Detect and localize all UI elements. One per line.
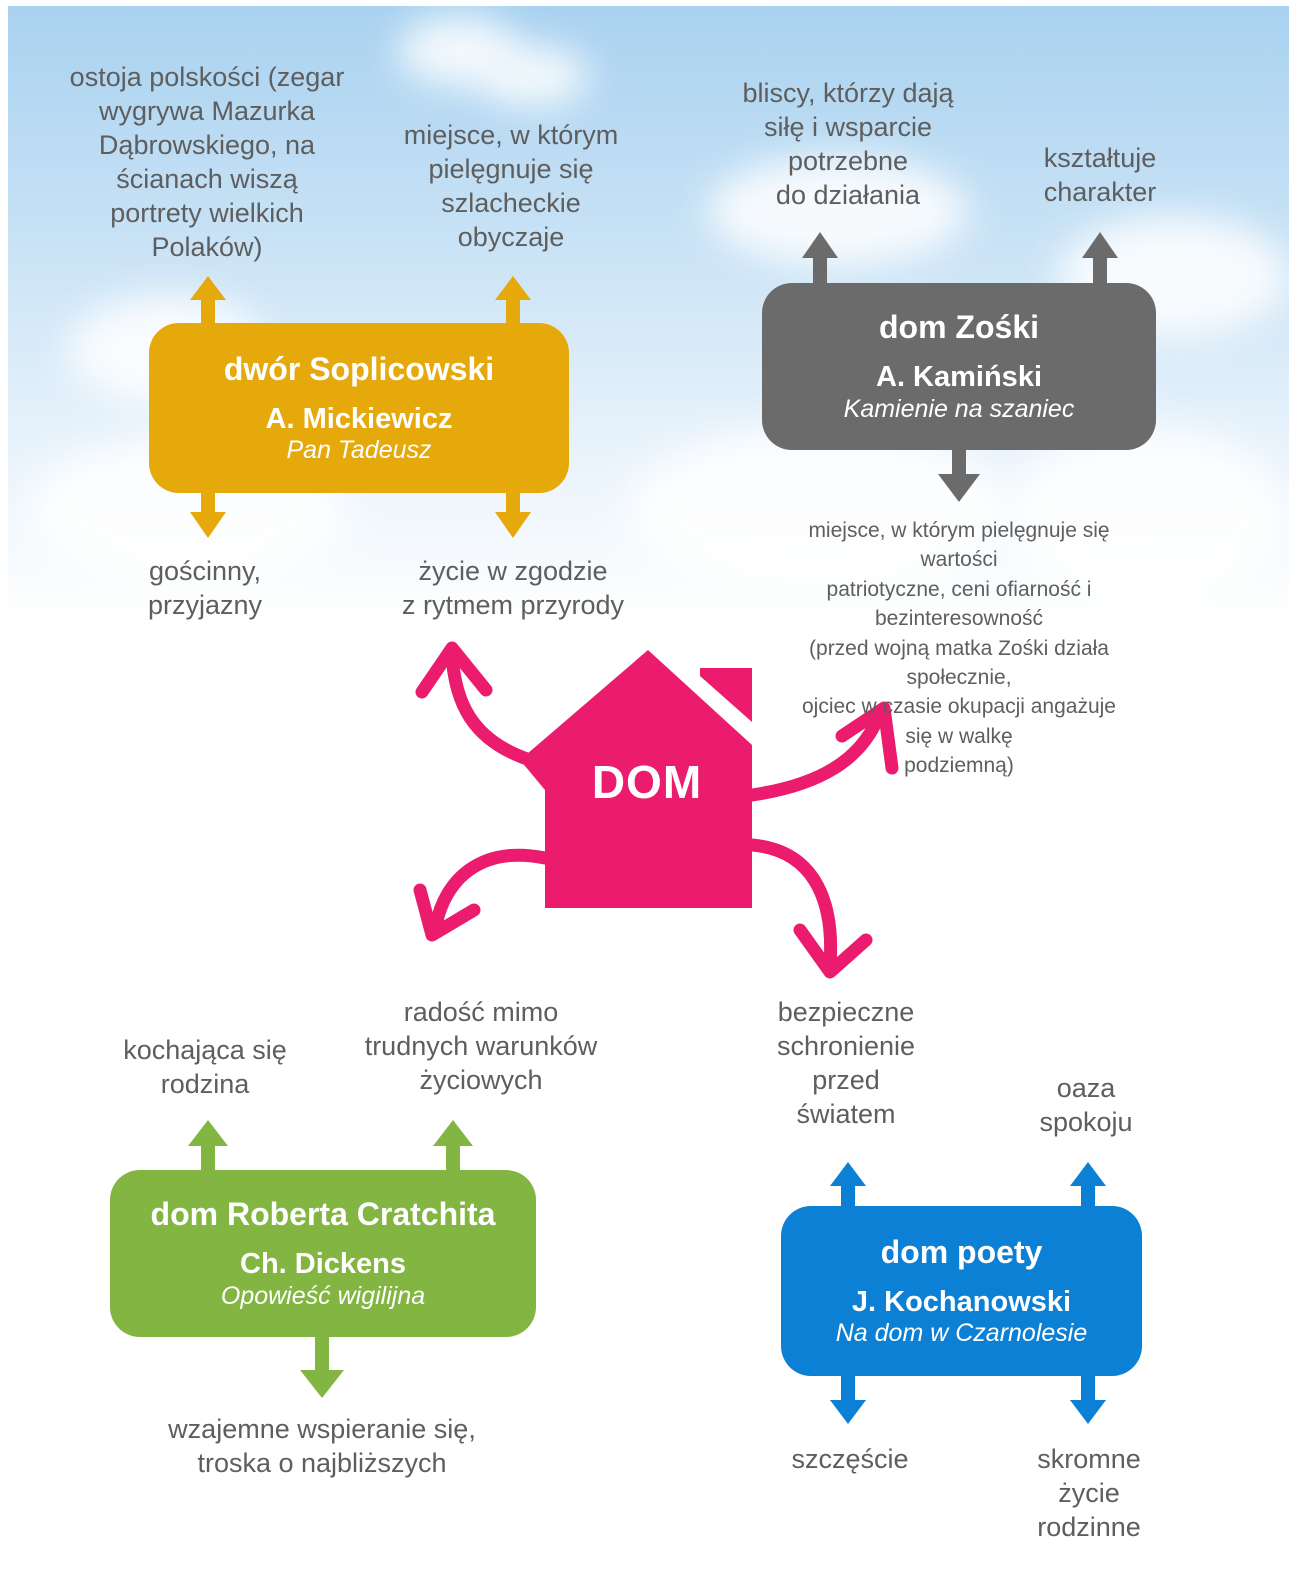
note-soplica-down-right: życie w zgodzie z rytmem przyrody (401, 556, 625, 621)
box-author: J. Kochanowski (851, 1285, 1072, 1318)
box-author: A. Kamiński (876, 361, 1042, 394)
cloud (478, 46, 588, 106)
note-zoska-up-right: kształtuje charakter (1043, 143, 1157, 208)
box-author: Ch. Dickens (240, 1248, 406, 1281)
box-author: A. Mickiewicz (265, 402, 453, 435)
note-cratchit-up-left: kochająca się rodzina (123, 1035, 287, 1100)
note-poet-down-left: szczęście (791, 1444, 909, 1474)
soplica-arrows (190, 276, 531, 538)
cloud (708, 156, 968, 266)
note-poet-down-right: skromne życie rodzinne (1037, 1444, 1141, 1543)
box-poet: dom poety J. Kochanowski Na dom w Czarno… (781, 1206, 1142, 1376)
cloud (628, 426, 1008, 596)
cratchit-arrows (188, 1120, 473, 1398)
note-poet-up-right: oaza spokoju (1039, 1073, 1133, 1138)
note-cratchit-down: wzajemne wspieranie się, troska o najbli… (168, 1414, 476, 1479)
box-cratchit: dom Roberta Cratchita Ch. Dickens Opowie… (110, 1170, 536, 1337)
note-soplica-up-right: miejsce, w którym pielęgnuje się szlache… (403, 120, 619, 253)
box-zoska: dom Zośki A. Kamiński Kamienie na szanie… (762, 283, 1156, 450)
box-work-title: Pan Tadeusz (286, 436, 432, 465)
note-soplica-down-left: gościnny, przyjazny (147, 556, 263, 621)
note-poet-up-left: bezpieczne schronienie przed światem (776, 997, 916, 1130)
box-place: dwór Soplicowski (223, 350, 495, 387)
note-zoska-down: miejsce, w którym pielęgnuje się wartośc… (801, 519, 1116, 778)
note-cratchit-up-right: radość mimo trudnych warunków życiowych (364, 997, 598, 1096)
house-icon (413, 641, 899, 979)
box-place: dom Roberta Cratchita (150, 1196, 496, 1233)
box-soplica: dwór Soplicowski A. Mickiewicz Pan Tadeu… (149, 323, 569, 493)
cloud (1008, 426, 1288, 606)
box-place: dom poety (880, 1233, 1043, 1270)
box-place: dom Zośki (878, 309, 1039, 346)
zoska-arrows (802, 232, 1118, 502)
box-work-title: Na dom w Czarnolesie (835, 1319, 1088, 1348)
poet-arrows (830, 1162, 1106, 1424)
box-work-title: Kamienie na szaniec (843, 394, 1075, 423)
note-soplica-up-left: ostoja polskości (zegar wygrywa Mazurka … (69, 62, 345, 263)
center-label: DOM (591, 756, 703, 808)
box-work-title: Opowieść wigilijna (220, 1281, 426, 1310)
note-zoska-up-left: bliscy, którzy dają siłę i wsparcie potr… (742, 78, 954, 211)
